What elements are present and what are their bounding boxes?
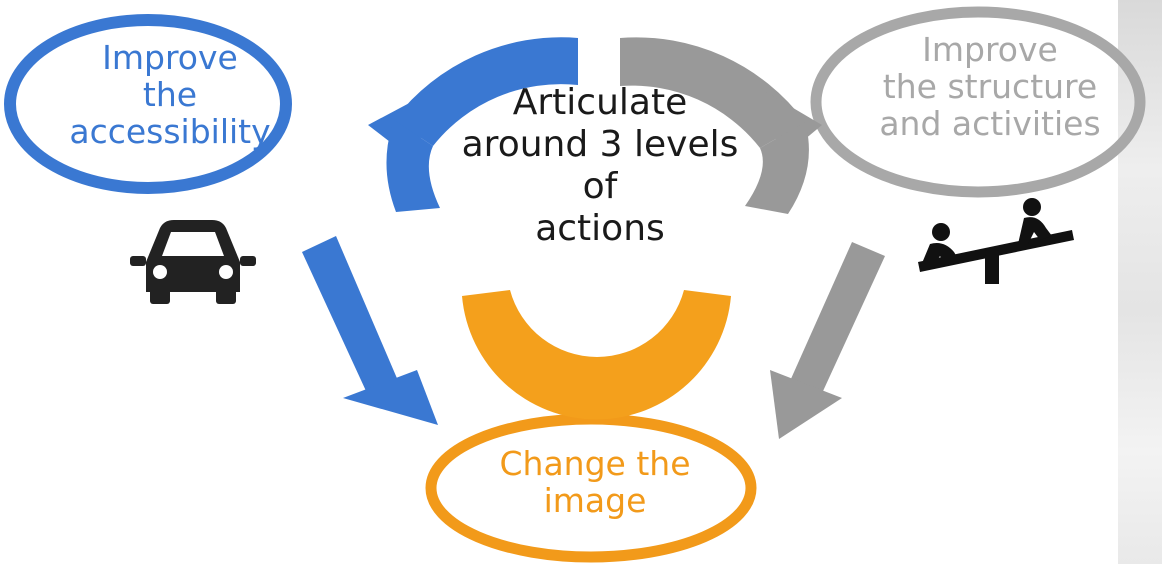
label-improve-accessibility: Improve the accessibility: [20, 38, 320, 151]
arrow-blue: [302, 236, 402, 404]
arrow-gray: [786, 242, 885, 402]
arc-gray-tail: [745, 122, 809, 214]
label-line: the structure: [882, 66, 1098, 106]
ellipse-structure: [810, 6, 1146, 198]
ellipse-accessibility: [4, 14, 292, 194]
label-articulate-actions: Articulate around 3 levels of actions: [430, 82, 770, 250]
arc-orange: [462, 290, 731, 420]
label-line: Change the: [499, 444, 691, 483]
car-icon: [130, 220, 256, 304]
arc-blue: [394, 37, 578, 146]
label-line: Articulate: [512, 82, 688, 123]
arrow-blue-head: [343, 370, 438, 425]
seesaw-icon: [918, 198, 1074, 284]
label-line: the: [142, 74, 198, 114]
label-line: Improve: [922, 30, 1058, 69]
label-line: image: [543, 480, 647, 520]
label-line: accessibility: [69, 111, 271, 151]
arc-orange-arrowhead: [566, 376, 620, 402]
label-line: and activities: [879, 103, 1101, 143]
label-line: actions: [535, 208, 665, 250]
label-line: around 3 levels: [461, 124, 739, 166]
arc-blue-tail: [386, 120, 440, 212]
arc-gray: [620, 37, 805, 148]
label-line: Improve: [102, 38, 238, 77]
label-change-image: Change the image: [430, 444, 760, 520]
label-improve-structure: Improve the structure and activities: [830, 30, 1150, 143]
label-line: of: [582, 166, 618, 208]
arrow-gray-head: [770, 370, 842, 439]
